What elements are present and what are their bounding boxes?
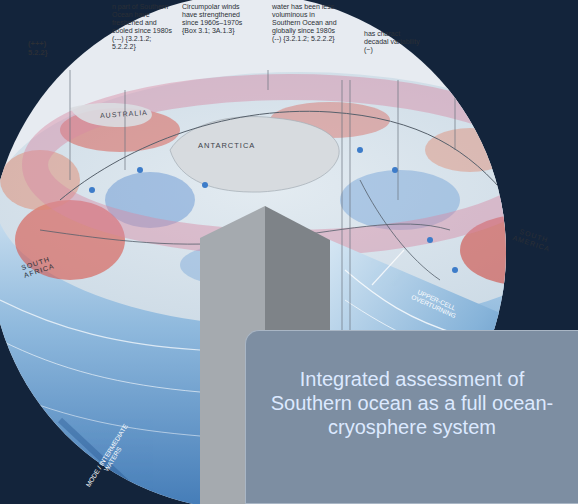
map-label: SOUTH AMERICA — [504, 224, 561, 256]
annotation-text: n part of Southern Ocean have freshened … — [112, 3, 174, 51]
illustration-shape — [372, 250, 404, 285]
illustration-shape — [455, 70, 456, 150]
illustration-shape — [89, 187, 95, 193]
illustration-shape — [0, 390, 200, 436]
annotation-text: water has been less voluminous in Southe… — [272, 3, 338, 43]
illustration-shape — [0, 200, 578, 504]
water-mass-label: MODE / INTERMEDIATE WATERS — [82, 420, 137, 496]
illustration-shape — [60, 111, 510, 200]
illustration-shape — [60, 420, 150, 504]
annotation-text: (+++) 5.2.2} — [28, 40, 58, 57]
illustration-shape — [357, 147, 363, 153]
illustration-shape — [125, 90, 126, 170]
illustration-shape — [202, 182, 208, 188]
illustration-shape — [342, 80, 343, 330]
map-label: AUSTRALIA — [100, 108, 160, 120]
illustration-shape — [268, 70, 269, 90]
callout-box: Integrated assessment of Southern ocean … — [245, 330, 578, 504]
illustration-shape — [452, 267, 458, 273]
annotation-text: Circumpolar winds have strengthened sinc… — [182, 3, 254, 35]
illustration-shape — [350, 80, 351, 330]
illustration-shape — [398, 80, 399, 200]
illustration-shape — [137, 167, 143, 173]
illustration-shape — [392, 167, 398, 173]
illustration-shape — [427, 237, 433, 243]
annotation-text: has charact decadal variability (~) — [364, 30, 420, 54]
illustration-shape — [425, 128, 515, 172]
map-label: ANTARCTICA — [198, 142, 278, 151]
water-mass-label: UPPER-CELL OVERTURNING — [400, 282, 470, 324]
illustration-shape — [0, 340, 200, 392]
map-label: SOUTH AFRICA — [20, 252, 63, 280]
callout-text: Integrated assessment of Southern ocean … — [264, 367, 560, 439]
illustration-shape — [70, 70, 71, 180]
